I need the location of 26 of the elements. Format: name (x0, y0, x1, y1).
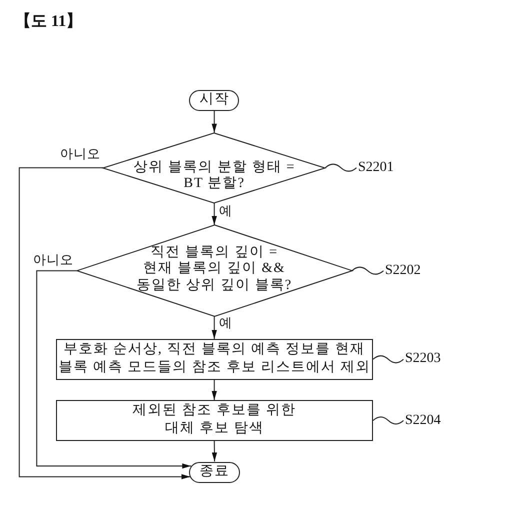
arrow (212, 379, 217, 400)
process-box: 부호화 순서상, 직전 블록의 예측 정보를 현재 블록 예측 모드들의 참조 후보 리스트에서 제외 (56, 339, 374, 380)
figure-title: 【도 11】 (15, 12, 82, 32)
reference-numeral: S2204 (405, 412, 441, 428)
arrow (212, 316, 217, 340)
edge-label: 예 (219, 314, 232, 330)
edge-label: 아니오 (33, 252, 74, 268)
leader-line (372, 416, 404, 424)
reference-numeral: S2201 (358, 160, 394, 176)
edge-label: 아니오 (60, 146, 100, 162)
decision-diamond: 상위 블록의 분할 형태 = BT 분할? (103, 132, 326, 203)
arrow (212, 110, 217, 134)
terminal-pill: 시작 (189, 90, 240, 111)
process-box: 제외된 참조 후보를 위한 대체 후보 탐색 (56, 400, 374, 440)
leader-line (324, 164, 357, 172)
arrow (212, 440, 218, 462)
arrow (36, 270, 192, 469)
edge-label: 예 (219, 203, 232, 219)
leader-line (351, 266, 384, 275)
terminal-pill: 종료 (189, 462, 240, 482)
arrow (18, 167, 191, 480)
leader-line (372, 355, 404, 364)
decision-diamond: 직전 블록의 깊이 = 현재 블록의 깊이 && 동일한 상위 깊이 블록? (76, 225, 352, 316)
arrow (212, 202, 217, 226)
reference-numeral: S2203 (405, 351, 441, 368)
reference-numeral: S2202 (385, 262, 421, 279)
